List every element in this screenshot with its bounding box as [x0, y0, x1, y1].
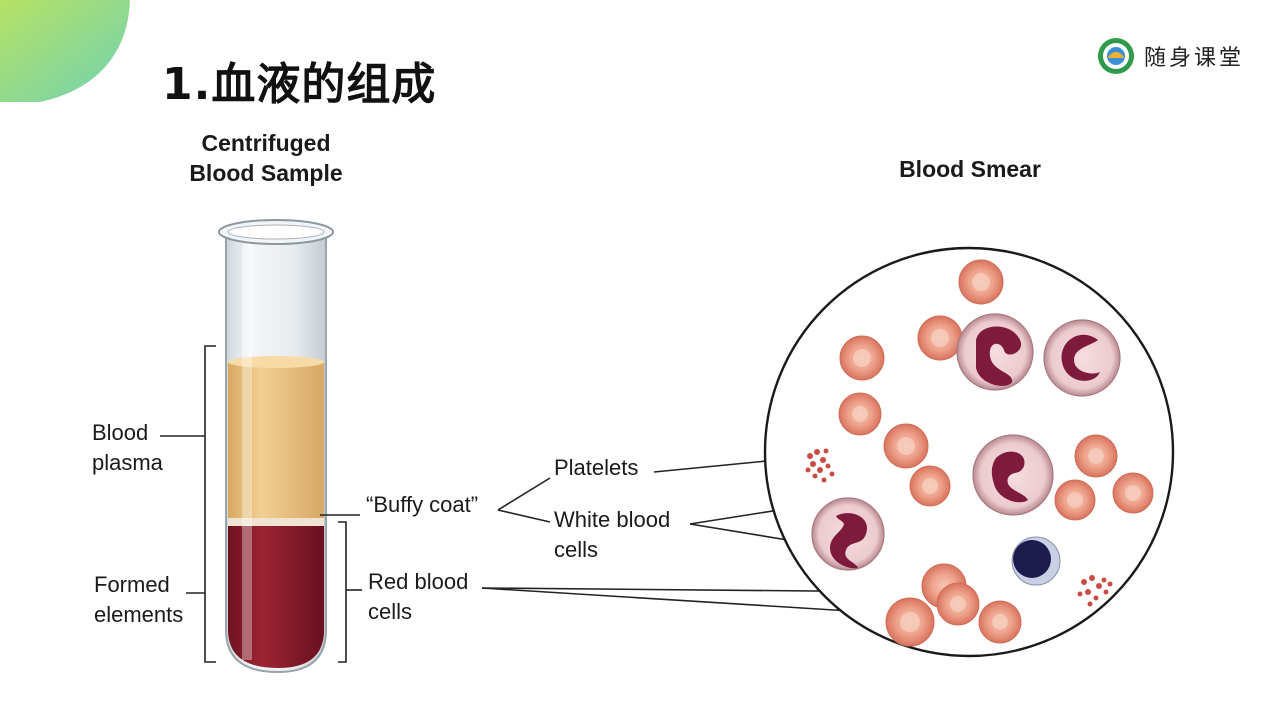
formed-bracket	[338, 521, 347, 663]
blood-plasma-label-line2: plasma	[92, 450, 163, 475]
tube-heading-line1: Centrifuged	[201, 130, 331, 156]
buffy-coat-layer	[228, 518, 324, 526]
formed-elements-label: Formed elements	[94, 570, 183, 630]
platelets-label: Platelets	[554, 455, 639, 480]
red-blood-cells-label-line2: cells	[368, 599, 413, 624]
buffy-coat-label: “Buffy coat”	[366, 492, 479, 517]
brand-logo: 随身课堂	[1096, 36, 1244, 76]
white-blood-cell	[811, 497, 885, 571]
red-blood-cells-label-line1: Red blood	[368, 569, 469, 594]
white-blood-cell	[956, 313, 1034, 391]
tube-heading-line2: Blood Sample	[189, 160, 343, 186]
corner-decoration	[0, 0, 130, 102]
lymphocyte-cell	[1011, 536, 1061, 586]
platelet-cluster	[1077, 575, 1113, 607]
formed-elements-label-line2: elements	[94, 602, 184, 627]
white-blood-cells-label: White blood cells	[554, 505, 670, 565]
formed-elements-label-line1: Formed	[94, 572, 170, 597]
red-cell-layer	[228, 526, 324, 668]
test-tube	[218, 219, 334, 674]
plasma-bracket	[204, 345, 216, 663]
white-blood-cells-label-line1: White blood	[554, 507, 671, 532]
brand-emblem-icon	[1098, 38, 1134, 74]
brand-name: 随身课堂	[1144, 46, 1245, 71]
blood-plasma-label: Blood plasma	[92, 418, 163, 478]
tube-heading: Centrifuged Blood Sample	[176, 128, 356, 188]
white-blood-cell	[1043, 319, 1121, 397]
plasma-layer	[228, 362, 324, 520]
platelet-cluster	[805, 448, 835, 483]
white-blood-cells-label-line2: cells	[554, 537, 599, 562]
slide-title: 1.血液的组成	[162, 59, 437, 110]
white-blood-cell	[972, 434, 1054, 516]
red-blood-cells-label: Red blood cells	[368, 567, 468, 627]
blood-plasma-label-line1: Blood	[92, 420, 149, 445]
blood-smear-field	[763, 246, 1175, 658]
smear-heading: Blood Smear	[899, 156, 1041, 182]
